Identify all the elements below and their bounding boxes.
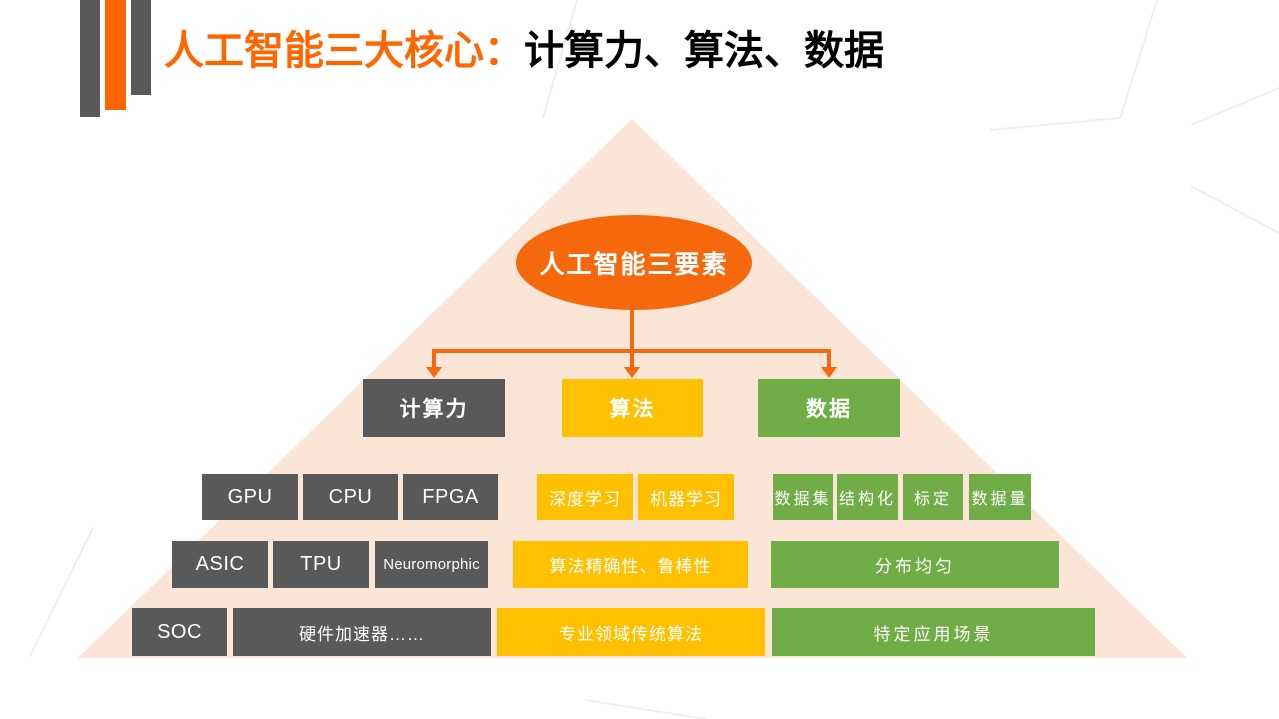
header-bar-orange xyxy=(105,0,126,110)
box-asic: ASIC xyxy=(172,541,268,588)
slide-title-highlight: 人工智能三大核心： xyxy=(164,29,524,73)
background-texture-lines xyxy=(29,0,1279,719)
apex-ellipse: 人工智能三要素 xyxy=(516,215,752,310)
box-gpu: GPU xyxy=(202,474,298,520)
connector-arrowheads xyxy=(426,367,837,378)
box-even-distribution: 分布均匀 xyxy=(771,541,1059,588)
slide-title-rest: 计算力、算法、数据 xyxy=(524,29,884,73)
box-computing: 计算力 xyxy=(363,379,505,437)
slide-title: 人工智能三大核心：计算力、算法、数据 xyxy=(164,24,884,78)
box-algorithm: 算法 xyxy=(562,379,703,437)
box-neuromorphic: Neuromorphic xyxy=(375,541,488,588)
box-domain-traditional-algorithms: 专业领域传统算法 xyxy=(497,608,765,656)
box-machine-learning: 机器学习 xyxy=(638,474,734,520)
box-tpu: TPU xyxy=(273,541,369,588)
apex-label: 人工智能三要素 xyxy=(539,250,729,279)
box-dataset: 数据集 xyxy=(773,474,833,520)
header-bar-gray-2 xyxy=(131,0,151,95)
box-data-volume: 数据量 xyxy=(969,474,1031,520)
box-calibration: 标定 xyxy=(903,474,963,520)
box-data: 数据 xyxy=(758,379,900,437)
header-bar-gray-1 xyxy=(80,0,100,117)
box-hardware-accelerator: 硬件加速器…… xyxy=(233,608,491,656)
box-fpga: FPGA xyxy=(403,474,498,520)
box-specific-application-scenarios: 特定应用场景 xyxy=(772,608,1095,656)
box-structured: 结构化 xyxy=(837,474,898,520)
box-cpu: CPU xyxy=(303,474,398,520)
box-deep-learning: 深度学习 xyxy=(537,474,633,520)
box-algorithm-accuracy-robustness: 算法精确性、鲁棒性 xyxy=(513,541,748,588)
connector-lines xyxy=(432,306,831,369)
box-soc: SOC xyxy=(132,608,227,656)
